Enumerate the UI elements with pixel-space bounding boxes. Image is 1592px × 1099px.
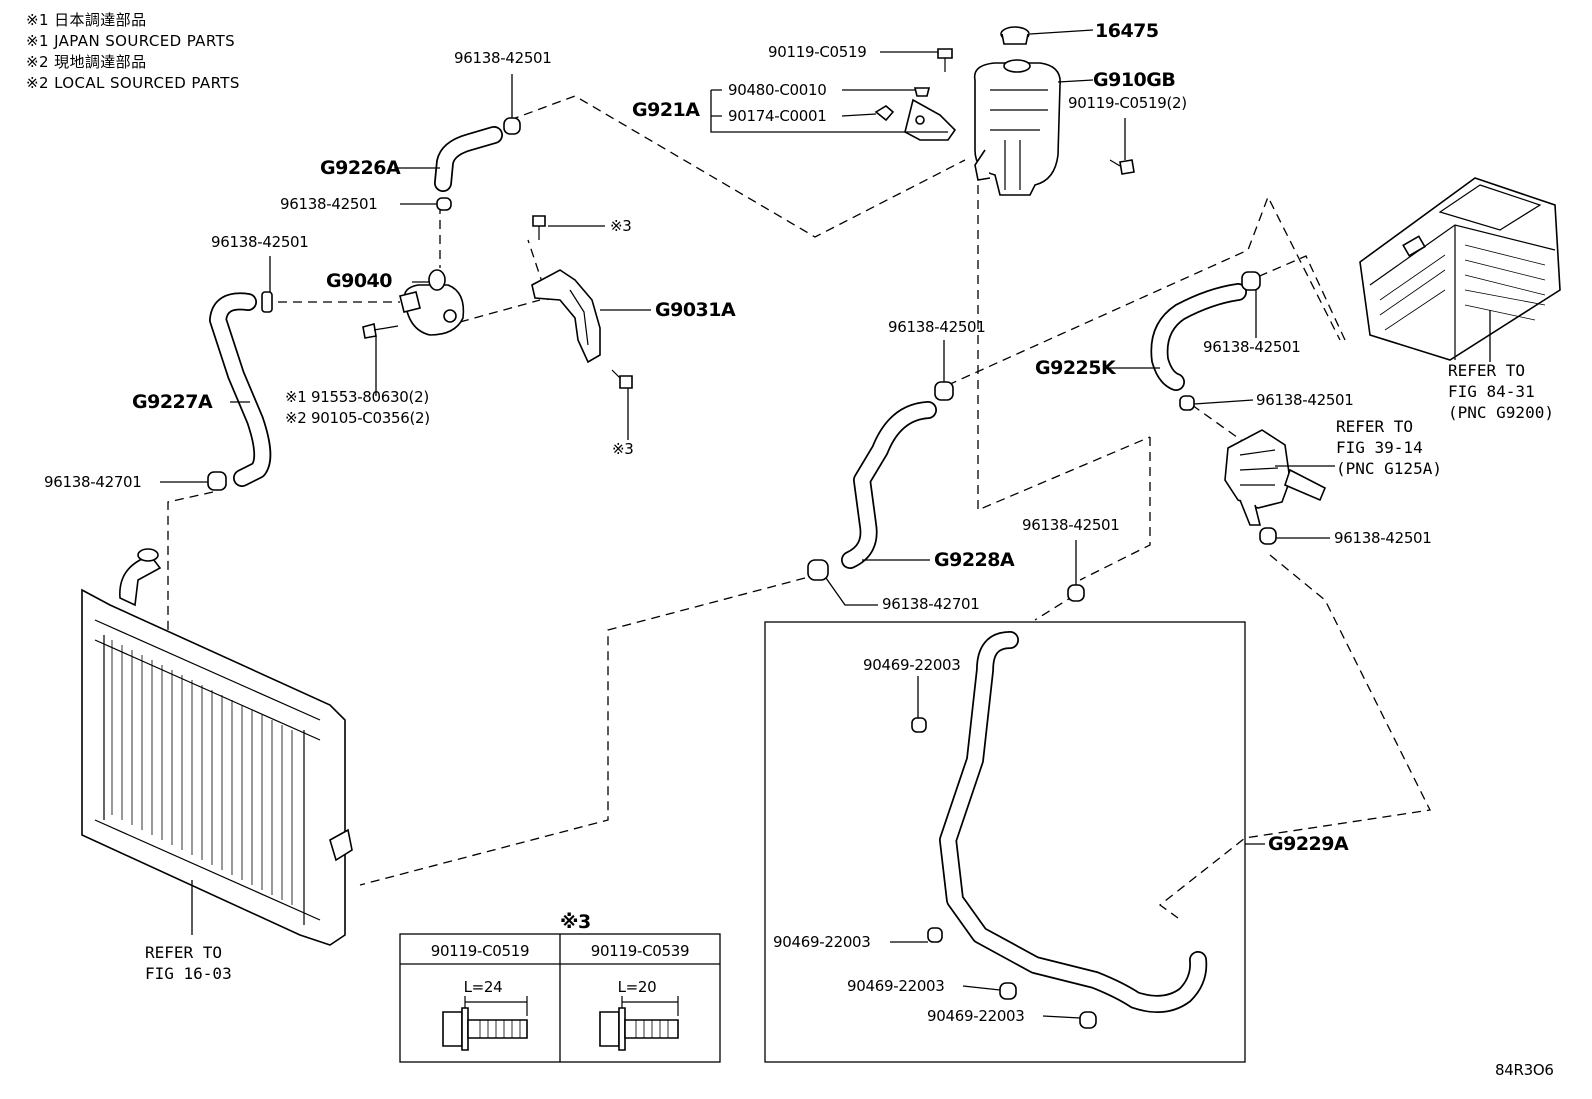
label-90480-c0010: 90480-C0010 [728,81,826,99]
label-g921a: G921A [632,99,700,121]
hose-clamps [207,117,1277,1029]
reservoir-tank [973,59,1061,196]
diagram-code: 84R3O6 [1495,1061,1554,1079]
label-refer-radiator-1: REFER TO [145,943,222,962]
label-90119-c0519-2: 90119-C0519(2) [1068,94,1187,112]
part-labels: 16475 90119-C0519 90480-C0010 90174-C000… [44,20,1554,1079]
label-x3-bottom: ※3 [612,440,634,458]
hose-assembly-box [764,621,1246,1063]
label-90105-c0356: ※2 90105-C0356(2) [285,409,430,427]
label-refer-pump-2: FIG 39-14 [1336,438,1423,457]
bolt-length-1: L=24 [464,978,503,996]
bolt-table-part-2: 90119-C0539 [591,942,689,960]
hose-g9226a [434,126,503,192]
note-local-jp: ※2 現地調達部品 [26,53,146,71]
label-96138-42501-pump: 96138-42501 [1334,529,1432,547]
label-refer-inverter-1: REFER TO [1448,361,1525,380]
label-refer-pump-1: REFER TO [1336,417,1413,436]
bolt-table: ※3 90119-C0519 90119-C0539 L=24 L=20 [399,911,721,1063]
pump-bracket [531,215,633,389]
label-16475: 16475 [1095,20,1159,42]
hose-g9228a [841,401,937,569]
label-g9227a: G9227A [132,391,213,413]
label-90174-c0001: 90174-C0001 [728,107,826,125]
label-90469-22003-2: 90469-22003 [773,933,871,951]
label-g9040: G9040 [326,270,392,292]
label-x3-top: ※3 [610,217,632,235]
bolt-table-part-1: 90119-C0519 [431,942,529,960]
label-g9228a: G9228A [934,549,1015,571]
bolt-table-title: ※3 [560,911,591,933]
tank-grommet [913,87,931,97]
bolt-drawing-1 [442,1007,528,1051]
label-g910gb: G910GB [1093,69,1175,91]
label-96138-42701-mid: 96138-42701 [882,595,980,613]
label-g9225k: G9225K [1035,357,1117,379]
label-96138-42701-left: 96138-42701 [44,473,142,491]
note-japan-jp: ※1 日本調達部品 [26,11,146,29]
label-96138-42501-left: 96138-42501 [211,233,309,251]
hose-g9225k [1150,283,1247,391]
tank-bolts [937,48,1135,175]
hose-g9229a [939,631,1208,1013]
label-refer-pump-3: (PNC G125A) [1336,459,1442,478]
label-96138-42501-mid: 96138-42501 [888,318,986,336]
label-96138-42501-g9226: 96138-42501 [280,195,378,213]
inverter-assembly [1359,177,1561,361]
bolt-drawing-2 [599,1007,679,1051]
bolt-length-2: L=20 [618,978,657,996]
radiator-cap [1000,26,1030,45]
label-90469-22003-4: 90469-22003 [927,1007,1025,1025]
label-90469-22003-1: 90469-22003 [863,656,961,674]
hose-g9227a [209,292,272,487]
label-96138-42501-box: 96138-42501 [1022,516,1120,534]
tank-nut [874,105,895,122]
pump-bolt [362,322,399,339]
source-notes: ※1 日本調達部品 ※1 JAPAN SOURCED PARTS ※2 現地調達… [26,11,240,92]
label-g9226a: G9226A [320,157,401,179]
label-90469-22003-3: 90469-22003 [847,977,945,995]
label-96138-42501-g9225-top: 96138-42501 [1203,338,1301,356]
note-japan-en: ※1 JAPAN SOURCED PARTS [26,32,235,50]
label-g9229a: G9229A [1268,833,1349,855]
label-90119-c0519: 90119-C0519 [768,43,866,61]
label-refer-inverter-3: (PNC G9200) [1448,403,1554,422]
label-g9031a: G9031A [655,299,736,321]
label-refer-radiator-2: FIG 16-03 [145,964,232,983]
label-96138-42501-g9225-bot: 96138-42501 [1256,391,1354,409]
label-91553-80630: ※1 91553-80630(2) [285,388,429,406]
tank-bracket [874,87,957,141]
label-refer-inverter-2: FIG 84-31 [1448,382,1535,401]
label-96138-42501-top: 96138-42501 [454,49,552,67]
note-local-en: ※2 LOCAL SOURCED PARTS [26,74,240,92]
water-pump [399,269,465,336]
electric-pump [1224,429,1327,526]
leader-lines [160,29,1491,1019]
radiator [81,548,353,946]
